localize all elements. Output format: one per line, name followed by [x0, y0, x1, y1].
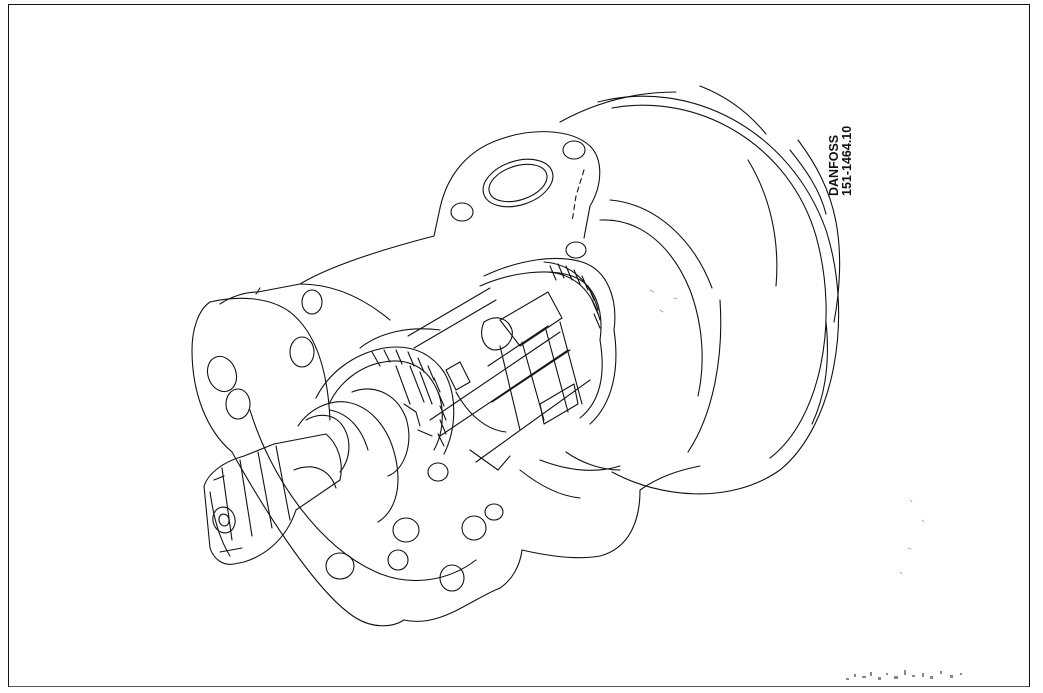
- output-shaft: [203, 401, 399, 565]
- front-flange: [206, 289, 504, 592]
- upper-mounting-flange: [433, 131, 601, 259]
- reference-text: DANFOSS 151-1464.10: [827, 125, 854, 196]
- scan-speckle: [649, 289, 925, 575]
- scan-artifact: [846, 670, 962, 680]
- motor-body: [191, 235, 641, 627]
- reference-code: 151-1464.10: [840, 125, 854, 196]
- drawing-reference: DANFOSS 151-1464.10: [827, 86, 854, 196]
- rear-housing: [559, 85, 841, 495]
- body-contours: [519, 199, 713, 499]
- front-bearing: [315, 346, 455, 477]
- spool-assembly: [359, 257, 617, 471]
